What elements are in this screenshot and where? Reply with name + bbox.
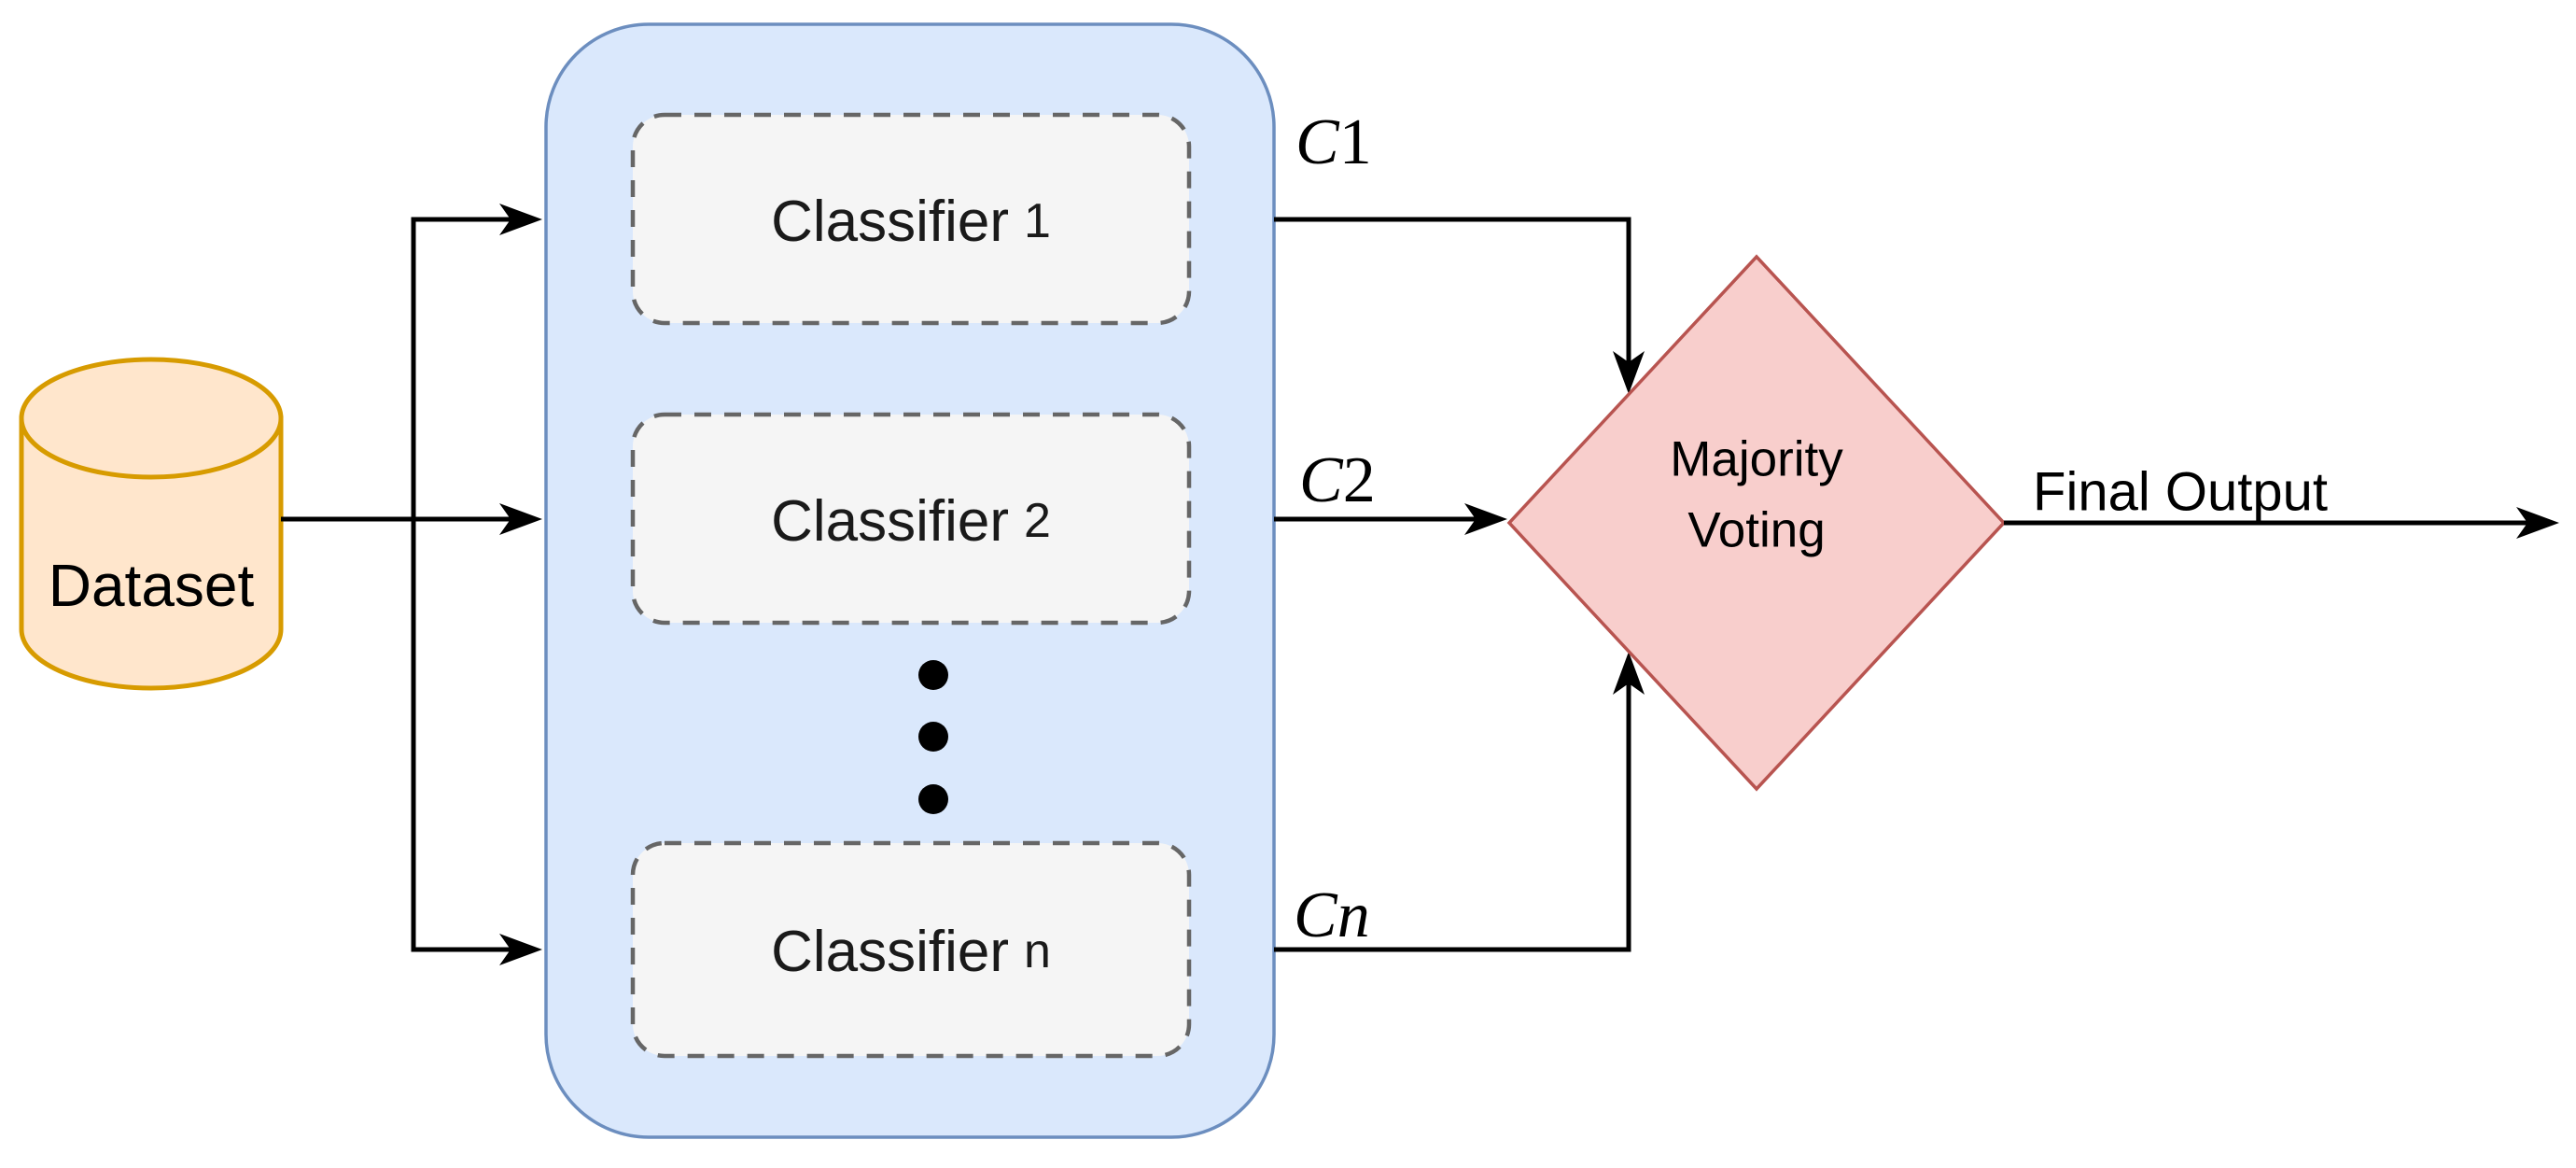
classifier-1-label: Classifier 1 — [771, 190, 1051, 254]
majority-voting-label-line1: Majority — [1670, 432, 1843, 487]
majority-voting-node: Majority Voting — [1506, 254, 2007, 792]
classifier-1-box — [630, 112, 1192, 326]
output-edges: C1 C2 Cn — [1274, 106, 1645, 952]
majority-voting-diamond — [1506, 254, 2007, 792]
classifier-2-prefix: Classifier — [771, 489, 1009, 554]
label-cn-sub: n — [1337, 880, 1370, 951]
classifier-2-label: Classifier 2 — [771, 489, 1051, 554]
dataset-cylinder-body — [19, 415, 284, 691]
label-c1-var: C — [1295, 106, 1340, 178]
classifier-2-suffix: 2 — [1024, 494, 1051, 548]
classifier-2-box — [630, 412, 1192, 626]
dataset-label: Dataset — [49, 552, 255, 619]
arrow-dataset-to-classifier1 — [411, 217, 511, 519]
arrowhead-into-classifier1 — [499, 204, 542, 235]
classifier-n-box — [630, 840, 1192, 1059]
classifier-boxes: Classifier 1 Classifier 2 Classifier n — [630, 112, 1192, 1059]
label-c2: C2 — [1299, 444, 1376, 516]
classifier-n-prefix: Classifier — [771, 920, 1009, 984]
classifier-n-suffix: n — [1024, 924, 1051, 978]
classifier-1-prefix: Classifier — [771, 190, 1009, 254]
final-output-edge: Final Output — [2004, 462, 2559, 539]
arrow-dataset-to-classifiern — [411, 519, 511, 952]
label-c2-sub: 2 — [1343, 444, 1376, 516]
classifier-n-label: Classifier n — [771, 920, 1051, 984]
arrowhead-c2 — [1464, 503, 1507, 535]
label-c2-var: C — [1299, 444, 1344, 516]
arrowhead-cn — [1613, 652, 1645, 695]
ellipsis-dot — [918, 722, 948, 752]
ellipsis-dot — [918, 784, 948, 814]
majority-voting-label-line2: Voting — [1687, 503, 1825, 558]
input-edges — [281, 204, 542, 965]
final-output-label: Final Output — [2033, 462, 2328, 523]
arrowhead-into-classifier2 — [499, 503, 542, 535]
ellipsis-dot — [918, 660, 948, 690]
dataset-cylinder: Dataset — [19, 357, 284, 691]
label-c1: C1 — [1295, 106, 1372, 178]
label-cn: Cn — [1294, 880, 1370, 951]
edge-cn — [1274, 683, 1631, 952]
arrowhead-c1 — [1613, 351, 1645, 394]
dataset-cylinder-top — [19, 357, 284, 480]
arrowhead-final-output — [2516, 507, 2559, 539]
classifier-1-suffix: 1 — [1024, 194, 1051, 248]
arrowhead-into-classifiern — [499, 934, 542, 965]
edge-c1 — [1274, 217, 1631, 362]
label-c1-sub: 1 — [1339, 106, 1372, 178]
label-cn-var: C — [1294, 880, 1338, 951]
